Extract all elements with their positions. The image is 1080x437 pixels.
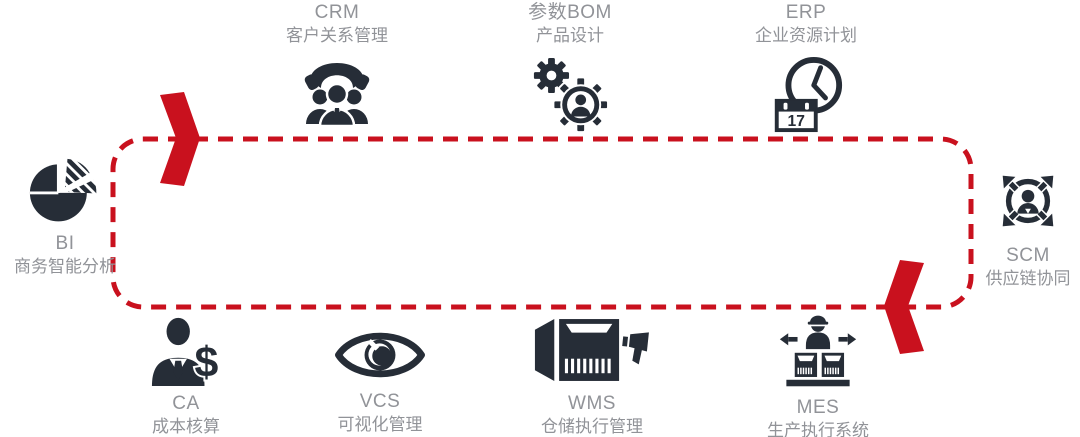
dashed-flow-loop — [110, 136, 974, 310]
call-center-team-icon — [304, 62, 370, 128]
pie-chart-icon — [29, 158, 97, 222]
erp-subtitle: 企业资源计划 — [755, 25, 857, 45]
wms-title: WMS — [568, 393, 616, 414]
dollar-sign: $ — [195, 338, 219, 386]
schedule-clock-calendar-icon: 17 — [774, 56, 843, 132]
production-worker-icon — [779, 315, 857, 387]
wms-subtitle: 仓储执行管理 — [541, 416, 643, 436]
erp-title: ERP — [785, 2, 827, 23]
bom-title: 参数BOM — [528, 2, 612, 23]
mes-subtitle: 生产执行系统 — [767, 420, 869, 437]
bi-subtitle: 商务智能分析 — [14, 256, 116, 276]
scm-subtitle: 供应链协同 — [985, 268, 1071, 288]
flow-arrow-right-icon — [146, 92, 200, 186]
crm-title: CRM — [314, 2, 360, 23]
mes-title: MES — [796, 397, 840, 418]
container-scanner-icon — [534, 319, 649, 381]
node-vcs: VCS 可视化管理 — [305, 326, 455, 436]
ca-subtitle: 成本核算 — [152, 416, 220, 436]
calendar-day-label: 17 — [788, 113, 805, 130]
node-bi: BI 商务智能分析 — [0, 156, 130, 278]
flow-arrow-left-icon — [884, 260, 938, 354]
bom-subtitle: 产品设计 — [536, 25, 604, 45]
node-bom: 参数BOM 产品设计 — [500, 2, 640, 134]
accountant-dollar-icon: $ — [151, 317, 220, 386]
node-crm: CRM 客户关系管理 — [267, 2, 407, 128]
eye-icon — [335, 332, 425, 378]
gears-design-icon — [533, 57, 610, 133]
vcs-title: VCS — [359, 391, 401, 412]
node-erp: ERP 企业资源计划 17 — [731, 2, 881, 134]
crm-subtitle: 客户关系管理 — [286, 25, 388, 45]
ca-title: CA — [172, 393, 200, 414]
scm-title: SCM — [1006, 245, 1050, 266]
supply-network-person-icon — [1001, 174, 1055, 228]
bi-title: BI — [55, 233, 75, 254]
node-ca: $ CA 成本核算 — [111, 314, 261, 437]
vcs-subtitle: 可视化管理 — [337, 414, 423, 434]
node-mes: MES 生产执行系统 — [738, 310, 898, 437]
node-wms: WMS 仓储执行管理 — [507, 314, 677, 437]
node-scm: SCM 供应链协同 — [968, 164, 1080, 290]
